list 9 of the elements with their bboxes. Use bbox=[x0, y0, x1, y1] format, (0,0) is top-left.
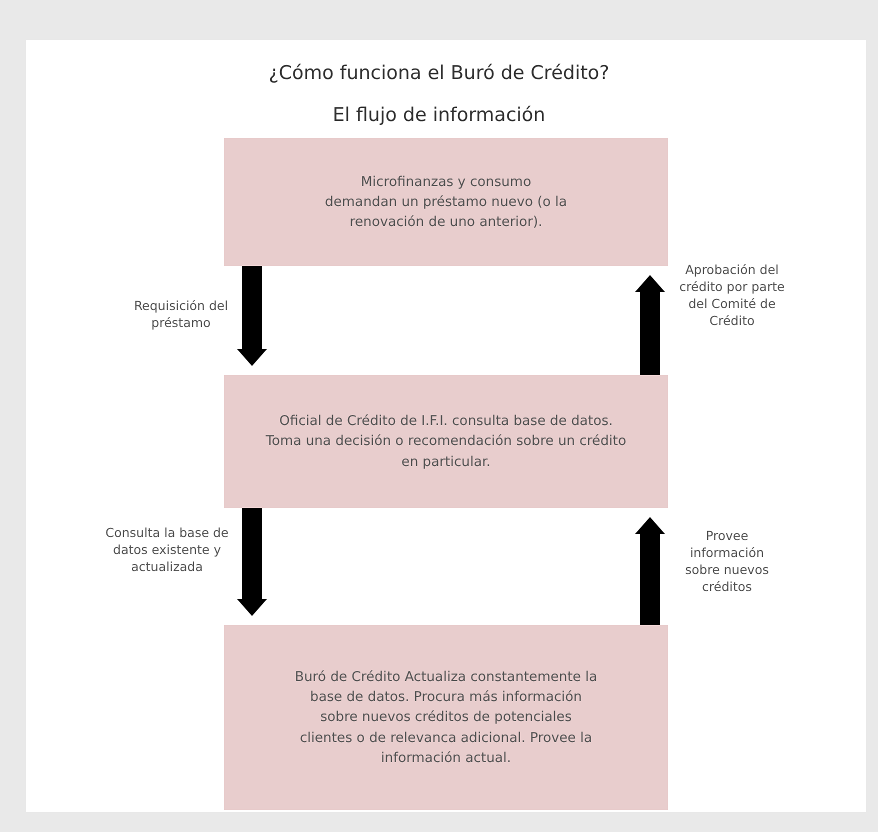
title: ¿Cómo funciona el Buró de Crédito? bbox=[268, 62, 610, 84]
block-arrow bbox=[635, 517, 665, 625]
block-arrow bbox=[635, 275, 665, 375]
process-box: Microfinanzas y consumo demandan un préstamo nuevo (o la renovación de uno anterior). bbox=[224, 138, 668, 266]
subtitle: El flujo de información bbox=[332, 104, 546, 126]
process-box: Oficial de Crédito de I.F.I. consulta base de datos. Toma una decisión o recomendación sobre un crédito en particular. bbox=[224, 375, 668, 508]
block-arrow bbox=[237, 266, 267, 366]
process-box: Buró de Crédito Actualiza constantemente la base de datos. Procura más información sobre nuevos créditos de potenciales clientes o de relevanca adicional. Provee la información actual. bbox=[224, 625, 668, 810]
block-arrow bbox=[237, 508, 267, 616]
